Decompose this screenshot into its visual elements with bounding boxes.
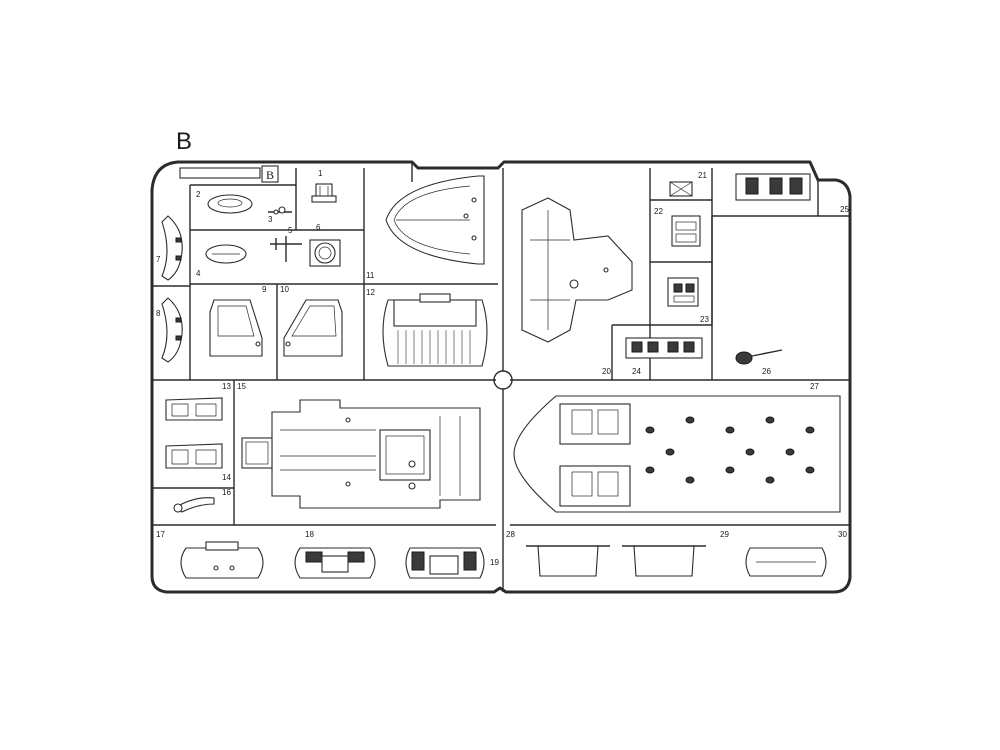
part-9 — [209, 299, 263, 357]
part-label-12: 12 — [366, 288, 375, 297]
part-label-30: 30 — [838, 530, 847, 539]
part-11 — [385, 175, 485, 265]
part-16 — [173, 497, 215, 513]
part-label-18: 18 — [305, 530, 314, 539]
part-8 — [161, 297, 183, 363]
part-label-9: 9 — [262, 285, 267, 294]
part-number-labels: 1 2 3 4 5 6 7 8 9 10 11 12 13 14 15 16 1… — [156, 169, 849, 567]
part-30 — [745, 547, 827, 577]
part-label-11: 11 — [366, 271, 375, 280]
part-label-1: 1 — [318, 169, 323, 178]
part-label-2: 2 — [196, 190, 201, 199]
part-12 — [382, 293, 488, 367]
part-label-28: 28 — [506, 530, 515, 539]
part-23 — [667, 277, 699, 307]
part-7 — [161, 215, 183, 281]
part-label-8: 8 — [156, 309, 161, 318]
floor-tie-down-points — [645, 416, 815, 484]
part-14 — [165, 443, 223, 469]
part-label-27: 27 — [810, 382, 819, 391]
part-label-5: 5 — [288, 226, 293, 235]
part-3 — [268, 206, 292, 215]
part-22 — [671, 215, 701, 247]
sprue-outer-frame — [150, 160, 852, 594]
part-label-3: 3 — [268, 215, 273, 224]
part-15 — [241, 399, 481, 509]
part-19 — [405, 547, 485, 579]
part-2 — [207, 194, 253, 214]
part-4 — [205, 244, 247, 264]
part-25 — [735, 173, 811, 201]
sprue-runners — [152, 162, 850, 592]
part-26 — [735, 349, 783, 365]
sprue-tag — [261, 165, 279, 183]
part-5 — [270, 236, 302, 262]
part-label-15: 15 — [237, 382, 246, 391]
part-label-4: 4 — [196, 269, 201, 278]
part-label-13: 13 — [222, 382, 231, 391]
part-label-25: 25 — [840, 205, 849, 214]
part-label-14: 14 — [222, 473, 231, 482]
part-28 — [526, 545, 610, 577]
part-6 — [309, 239, 341, 267]
part-label-7: 7 — [156, 255, 161, 264]
part-label-23: 23 — [700, 315, 709, 324]
part-27 — [513, 395, 841, 513]
part-20 — [521, 197, 633, 343]
part-label-17: 17 — [156, 530, 165, 539]
sprue-letter: B — [176, 128, 193, 155]
part-13 — [165, 397, 223, 421]
part-label-6: 6 — [316, 223, 321, 232]
part-label-26: 26 — [762, 367, 771, 376]
part-10 — [283, 299, 343, 357]
part-17 — [180, 541, 264, 579]
part-label-10: 10 — [280, 285, 289, 294]
part-label-16: 16 — [222, 488, 231, 497]
part-label-24: 24 — [632, 367, 641, 376]
part-24 — [625, 337, 703, 359]
part-21 — [669, 181, 693, 197]
part-18 — [294, 547, 376, 579]
part-29 — [622, 545, 706, 577]
part-1 — [311, 183, 337, 203]
sprue-tag-letter: B — [266, 168, 274, 182]
sprue-name-plate — [179, 167, 261, 179]
part-label-29: 29 — [720, 530, 729, 539]
part-label-20: 20 — [602, 367, 611, 376]
part-label-21: 21 — [698, 171, 707, 180]
part-label-19: 19 — [490, 558, 499, 567]
part-label-22: 22 — [654, 207, 663, 216]
